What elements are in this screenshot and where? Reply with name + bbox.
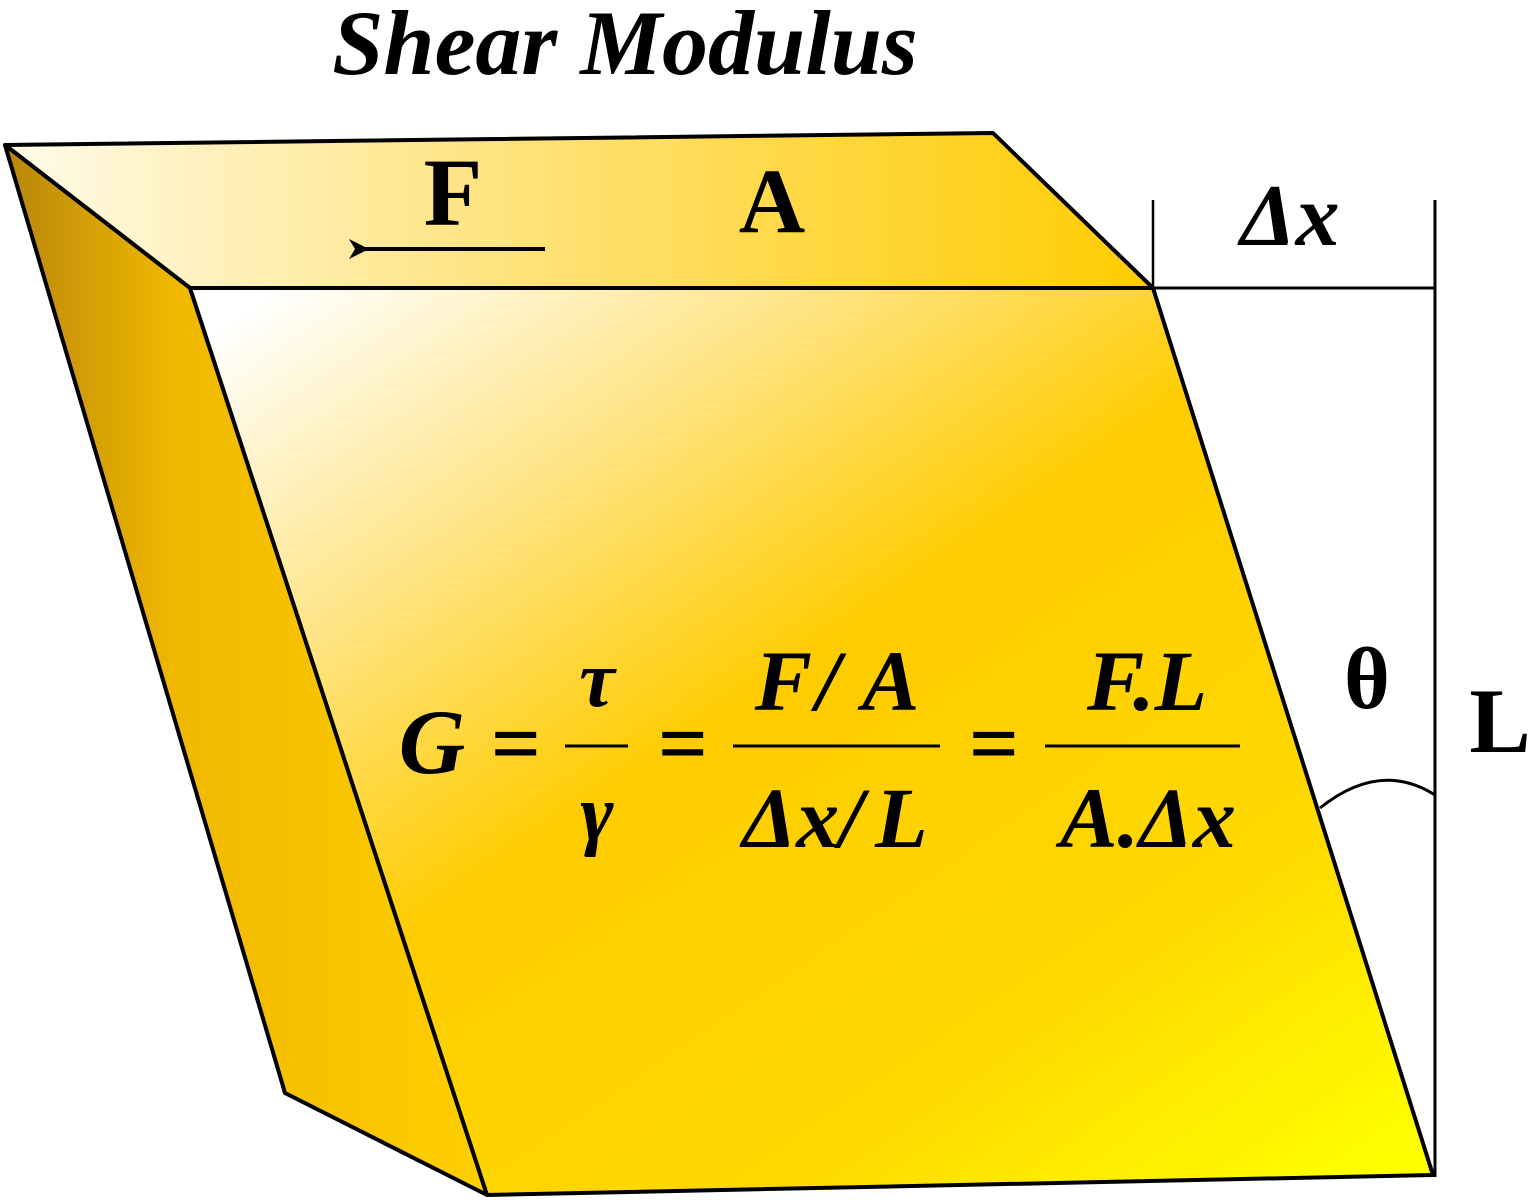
frac2-denominator: Δx/L	[739, 770, 927, 866]
frac1-numerator: τ	[579, 636, 617, 724]
length-label: L	[1469, 670, 1530, 772]
block-front-face	[188, 286, 1435, 1197]
shear-modulus-formula: G = τ γ = F/A Δx/L = F.L A.Δx	[399, 633, 1240, 866]
formula-equals-2: =	[658, 696, 708, 793]
formula-lhs: G	[399, 691, 465, 793]
frac2-numerator: F/A	[754, 633, 920, 729]
block-top-face	[3, 131, 1155, 290]
formula-equals-1: =	[491, 696, 541, 793]
diagram-title: Shear Modulus	[332, 0, 917, 94]
displacement-label: Δx	[1237, 168, 1339, 265]
frac3-numerator: F.L	[1086, 633, 1207, 729]
frac3-denominator: A.Δx	[1055, 770, 1236, 866]
frac1-denominator: γ	[580, 770, 614, 858]
formula-equals-3: =	[969, 696, 1019, 793]
force-label: F	[424, 139, 483, 246]
angle-arc	[1319, 778, 1436, 810]
angle-label: θ	[1344, 631, 1390, 728]
area-label: A	[739, 150, 805, 252]
